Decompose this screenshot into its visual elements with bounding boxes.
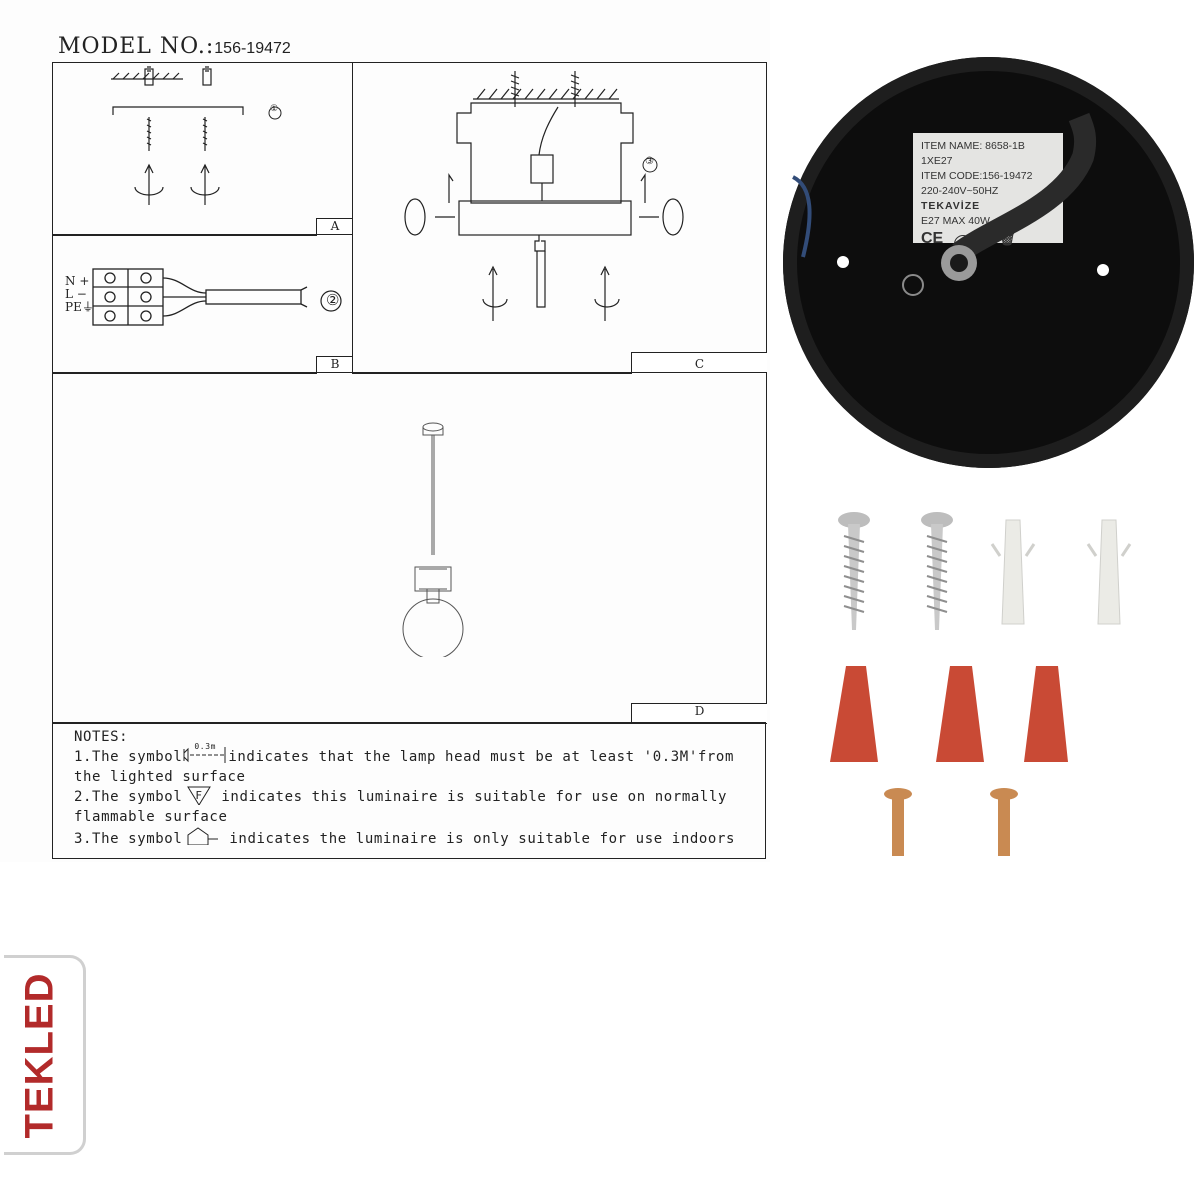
ce-mark: CE <box>921 230 944 247</box>
ceiling-screw-mounting-diagram <box>111 66 282 205</box>
pendant-lamp-drawing <box>402 422 464 657</box>
label-voltage: 220-240V~50HZ <box>921 185 999 197</box>
watermark-frame <box>4 955 86 1155</box>
note-2-continuation: flammable surface <box>74 809 228 825</box>
panel-c: ③ C <box>352 62 767 374</box>
canopy-cable-drawing <box>791 112 1109 296</box>
wood-screw-icon-2 <box>921 512 953 630</box>
panel-tag-c: C <box>631 352 767 374</box>
terminal-block-diagram <box>92 268 308 326</box>
note-1-continuation: the lighted surface <box>74 769 246 785</box>
terminal-l-symbol: − <box>76 287 87 301</box>
panel-d: D <box>52 372 767 724</box>
wall-anchor-icon-2 <box>1086 519 1132 625</box>
panel-b: N + L − PE⏚ ② B <box>52 234 353 374</box>
step-number-3: ③ <box>645 156 654 167</box>
terminal-labels: N + L − PE⏚ <box>65 275 94 314</box>
panel-tag-b: B <box>316 356 353 374</box>
wood-screw-icon <box>838 512 870 630</box>
step-number-2: ② <box>326 291 340 309</box>
canopy-fixing-diagram <box>404 71 684 321</box>
wire-connector-icon <box>830 666 878 762</box>
label-item-name: ITEM NAME: 8658-1B 1XE27 <box>921 140 1025 167</box>
terminal-pe-symbol: ⏚ <box>81 300 94 314</box>
wall-anchor-icon <box>990 519 1036 625</box>
wire-connector-icon-2 <box>936 666 984 762</box>
terminal-pe: PE <box>65 300 82 314</box>
step-number-1: ① <box>270 104 279 114</box>
wire-connector-icon-3 <box>1024 666 1068 762</box>
panel-a: ① A <box>52 62 353 236</box>
panel-tag-d: D <box>631 703 767 723</box>
brass-screw-icon <box>884 788 912 856</box>
hardware-parts-photo <box>830 512 1132 856</box>
terminal-l: L <box>65 287 73 301</box>
label-brand: TEKAVİZE <box>921 200 981 212</box>
model-label: MODEL NO.: <box>58 34 215 59</box>
notes-heading: NOTES: <box>74 729 129 745</box>
model-number: 156-19472 <box>214 40 291 57</box>
label-item-code: ITEM CODE:156-19472 <box>921 170 1033 182</box>
terminal-n-symbol: + <box>79 274 90 288</box>
brass-screw-icon-2 <box>990 788 1018 856</box>
flammable-surface-icon: F <box>186 786 212 805</box>
terminal-n: N <box>65 274 76 288</box>
canopy-back-photo: ITEM NAME: 8658-1B 1XE27 ITEM CODE:156-1… <box>783 57 1194 468</box>
indoor-use-icon <box>182 827 220 846</box>
note-3: 3.The symbol indicates the luminaire is … <box>74 827 765 849</box>
step-2-circle <box>320 290 342 312</box>
distance-symbol-icon: 0.3m <box>182 742 228 763</box>
tekled-watermark: TEKLED <box>0 955 88 1157</box>
panel-tag-a: A <box>316 218 353 236</box>
label-bulb: E27 MAX 40W <box>921 215 990 227</box>
model-number-title: MODEL NO.:156-19472 <box>58 34 291 59</box>
tekled-logo-text: TEKLED <box>17 972 62 1138</box>
